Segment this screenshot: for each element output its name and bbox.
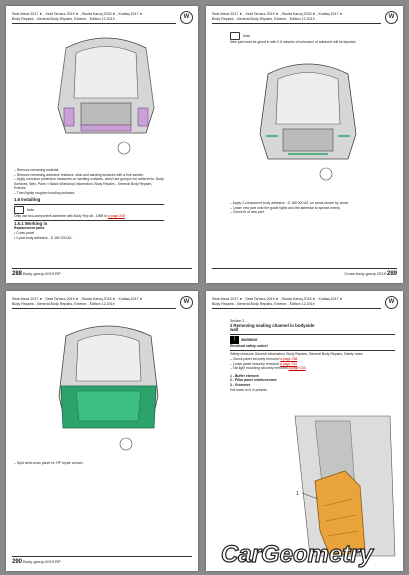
warning-icon: ! bbox=[230, 336, 239, 345]
step-3-text: Hot mark on it in presets. bbox=[230, 387, 268, 392]
text-line: – Loose panel securely removed bbox=[230, 361, 280, 366]
note-icon bbox=[14, 205, 24, 214]
rear-body-figure bbox=[57, 37, 155, 155]
header-models: Seat Ateca 2017 ➤ , Seat Tarraco 2019 ➤ … bbox=[12, 297, 143, 301]
vw-logo-icon: W bbox=[180, 296, 193, 309]
note-label: Note bbox=[27, 207, 35, 212]
list-item: – Lower new part onto the guide lights a… bbox=[230, 205, 341, 210]
list-item: • Cross panel bbox=[14, 230, 35, 235]
page-link[interactable]: a page 234 bbox=[279, 361, 297, 366]
text-line: – Remove remaining material. bbox=[14, 168, 60, 172]
page-number: 289 bbox=[386, 271, 397, 277]
divider bbox=[230, 334, 395, 335]
p1-body: – Remove remaining material. – Remove re… bbox=[14, 168, 164, 240]
header-title: Body Repairs - General Body Repairs, Ext… bbox=[12, 302, 115, 306]
vw-logo-icon: W bbox=[385, 296, 398, 309]
manual-page-289: Seat Ateca 2017 ➤ , Seat Tarraco 2019 ➤ … bbox=[206, 6, 403, 283]
header-models: Seat Ateca 2017 ➤ , Seat Tarraco 2019 ➤ … bbox=[212, 12, 343, 16]
header-rule bbox=[12, 308, 176, 309]
list-item: – Apply 2-component body adhesive - D 18… bbox=[230, 201, 349, 205]
page-footer: 288 Body-group-2019 RP bbox=[12, 268, 192, 277]
divider bbox=[14, 219, 164, 221]
step-2: 2 - Pillar panel reinforcement bbox=[230, 378, 277, 383]
step-3: 3 - Grommet bbox=[230, 382, 250, 387]
section-title-2: wall bbox=[230, 327, 239, 333]
p2-note: Note New part must be glued in with 2.5 … bbox=[230, 32, 395, 45]
page-link[interactable]: a page 233 bbox=[288, 366, 306, 371]
header-title: Body Repairs - General Body Repairs, Ext… bbox=[12, 17, 115, 21]
page-link[interactable]: a page 238 bbox=[280, 356, 298, 361]
header-rule bbox=[12, 23, 176, 24]
header-models: Seat Ateca 2017 ➤ , Seat Tarraco 2019 ➤ … bbox=[212, 297, 343, 301]
note-text: Only use two-component adhesive with Bod… bbox=[14, 213, 108, 218]
section-title: Installing bbox=[21, 196, 41, 202]
text-line: – Remove remaining adhesive residues, st… bbox=[14, 172, 144, 177]
note-icon bbox=[230, 32, 240, 40]
list-item: – Check fit of new part. bbox=[230, 210, 265, 215]
divider bbox=[230, 350, 395, 351]
divider bbox=[14, 203, 164, 205]
step-1: 1 - Buffer element bbox=[230, 373, 259, 378]
p4-body: Section 2 ... 2 Removing sealing channel… bbox=[230, 319, 395, 392]
warning-label: WARNING bbox=[241, 338, 258, 343]
section-number: 1.6 bbox=[14, 196, 21, 202]
page-header: Seat Ateca 2017 ➤ , Seat Tarraco 2019 ➤ … bbox=[212, 297, 381, 309]
text-line: – Then lightly roughen bonding surfaces. bbox=[14, 190, 76, 195]
note-link[interactable]: a page 245 bbox=[107, 213, 125, 218]
page-header: Seat Ateca 2017 ➤ , Seat Tarraco 2019 ➤ … bbox=[12, 12, 176, 24]
page-number: 290 bbox=[12, 559, 23, 565]
cargeometry-logo: CarGeometry bbox=[220, 540, 375, 568]
warning-sub: Electrical safety notice! bbox=[230, 344, 268, 349]
text-line: – Check panel securely removed bbox=[230, 356, 281, 361]
header-models: Seat Ateca 2017 ➤ , Seat Tarraco 2019 ➤ … bbox=[12, 12, 143, 16]
header-rule bbox=[212, 308, 381, 309]
list-item: • 2-part body adhesive - D 180 000 A2- bbox=[14, 235, 73, 240]
subsection-number: 1.6.1 bbox=[14, 220, 24, 226]
p3-body: – Spot weld cross panel ex. RP repair ve… bbox=[14, 461, 174, 466]
footer-text: Body-group-2019 RP bbox=[23, 559, 61, 564]
page-footer: Cross body group 2019 289 bbox=[212, 268, 397, 277]
page-header: Seat Ateca 2017 ➤ , Seat Tarraco 2019 ➤ … bbox=[212, 12, 381, 24]
header-title: Body Repairs - General Body Repairs, Ext… bbox=[212, 17, 315, 21]
subsection-title: Working in bbox=[24, 220, 48, 226]
header-rule bbox=[212, 23, 381, 24]
manual-page-290: Seat Ateca 2017 ➤ , Seat Tarraco 2019 ➤ … bbox=[6, 291, 198, 571]
bodyside-sealing-figure: 1 bbox=[294, 415, 396, 557]
text-line: – Tail light mounting securely removed bbox=[230, 366, 289, 371]
note-label: Note bbox=[243, 33, 251, 38]
section-label: Section 2 ... bbox=[230, 319, 248, 323]
footer-text: Cross body group 2019 bbox=[344, 271, 386, 276]
subsection-title-2: Replacement parts bbox=[14, 226, 45, 231]
text-line: Safety measure General Information, Body… bbox=[230, 352, 363, 357]
page-header: Seat Ateca 2017 ➤ , Seat Tarraco 2019 ➤ … bbox=[12, 297, 176, 309]
page-footer: 290 Body-group-2019 RP bbox=[12, 556, 192, 565]
manual-page-288: Seat Ateca 2017 ➤ , Seat Tarraco 2019 ➤ … bbox=[6, 6, 198, 283]
manual-page-291: Seat Ateca 2017 ➤ , Seat Tarraco 2019 ➤ … bbox=[206, 291, 403, 571]
text-line: – Spot weld cross panel ex. RP repair ve… bbox=[14, 461, 84, 465]
text-line: – Apply corrosion protection measures on… bbox=[14, 177, 164, 191]
page-number: 288 bbox=[12, 271, 23, 277]
p2-body: – Apply 2-component body adhesive - D 18… bbox=[230, 201, 395, 215]
callout-1: 1 bbox=[296, 491, 299, 497]
header-title: Body Repairs - General Body Repairs, Ext… bbox=[212, 302, 315, 306]
vw-logo-icon: W bbox=[385, 11, 398, 24]
note-text: New part must be glued in with 2.5 minut… bbox=[230, 40, 357, 44]
rear-body-figure-welded bbox=[58, 325, 159, 451]
vw-logo-icon: W bbox=[180, 11, 193, 24]
section-title: Removing sealing channel in bodyside bbox=[233, 322, 315, 328]
logo-text: CarGeometry bbox=[221, 541, 375, 568]
footer-text: Body-group-2019 RP bbox=[23, 271, 61, 276]
rear-body-figure-adhesive bbox=[259, 63, 357, 181]
